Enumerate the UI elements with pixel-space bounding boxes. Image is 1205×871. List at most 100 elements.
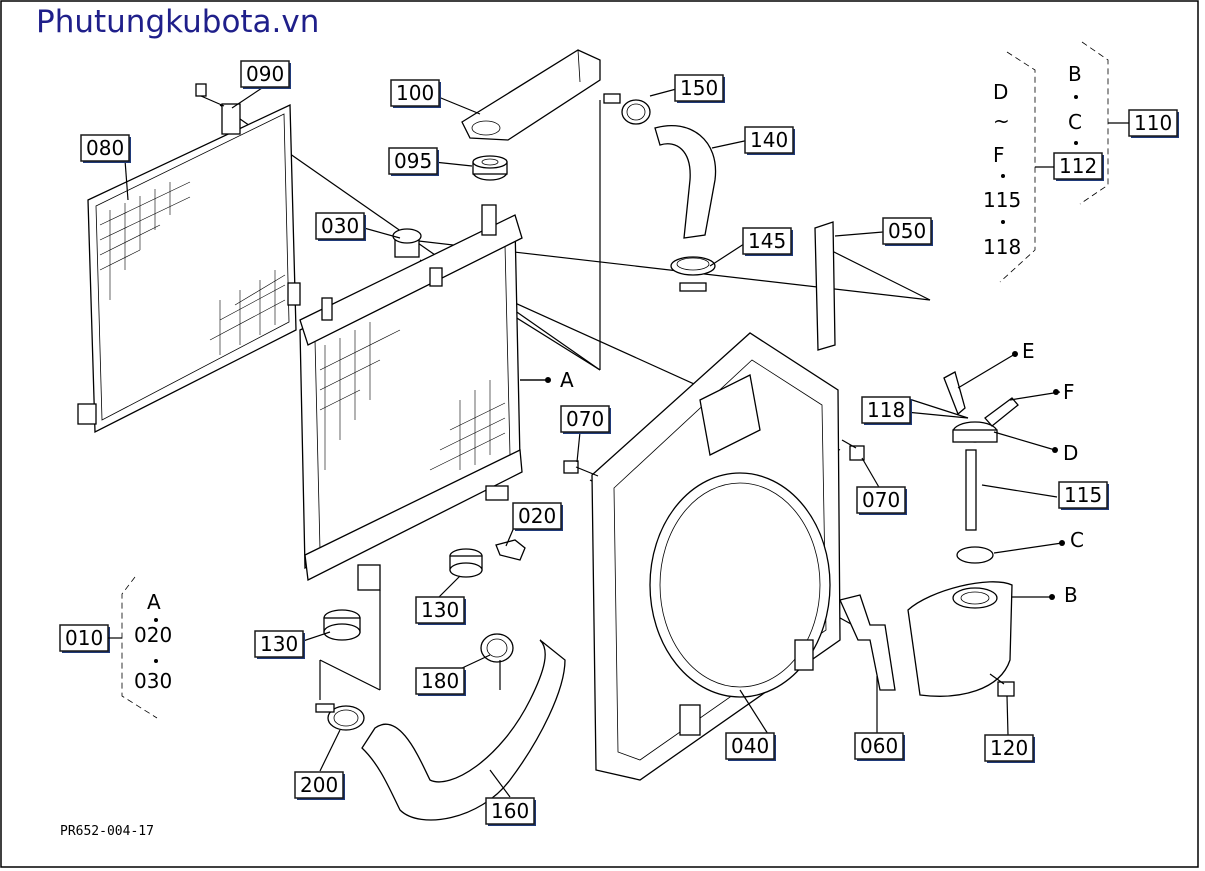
bracket-060: [839, 594, 896, 691]
part-label-112[interactable]: 112: [1053, 152, 1104, 181]
part-label-070-left[interactable]: 070: [560, 405, 611, 434]
part-label-115[interactable]: 115: [1058, 481, 1109, 510]
group-112: D ~ F 115 118: [983, 51, 1054, 283]
part-label-145[interactable]: 145: [742, 227, 793, 256]
group-010-item-030: 030: [134, 669, 172, 693]
part-label-130-left[interactable]: 130: [254, 630, 305, 659]
group-110-item-b: B: [1068, 62, 1082, 86]
radiator-screen: [77, 103, 301, 434]
cap-d: [952, 421, 998, 443]
part-label-180[interactable]: 180: [415, 667, 466, 696]
group-110: B C: [1068, 41, 1129, 205]
part-label-080-text: 080: [86, 136, 124, 160]
part-label-150-text: 150: [680, 76, 718, 100]
part-label-130-left-text: 130: [260, 632, 298, 656]
part-label-100[interactable]: 100: [390, 79, 441, 108]
bolt-070-right: [841, 439, 865, 461]
part-label-070-left-text: 070: [566, 407, 604, 431]
part-label-160-text: 160: [491, 799, 529, 823]
part-label-090-text: 090: [246, 62, 284, 86]
part-label-180-text: 180: [421, 669, 459, 693]
part-label-120-text: 120: [990, 736, 1028, 760]
part-label-120[interactable]: 120: [984, 734, 1035, 763]
part-label-130-right[interactable]: 130: [415, 596, 466, 625]
part-label-020[interactable]: 020: [512, 502, 563, 531]
bolt-120: [989, 673, 1015, 697]
part-label-080[interactable]: 080: [80, 134, 131, 163]
part-label-112-text: 112: [1059, 154, 1097, 178]
part-label-100-text: 100: [396, 81, 434, 105]
part-label-095[interactable]: 095: [388, 147, 439, 176]
part-label-030-text: 030: [321, 214, 359, 238]
group-010-item-a: A: [147, 590, 161, 614]
clamp-180: [480, 633, 514, 690]
group-112-item-f: F: [993, 143, 1005, 167]
reserve-tank: [907, 581, 1013, 697]
part-label-060[interactable]: 060: [854, 732, 905, 761]
callout-dots: [545, 351, 1065, 600]
radiator-fins: [319, 322, 506, 471]
part-label-070-right-text: 070: [862, 488, 900, 512]
lower-hose-160: [361, 639, 566, 821]
callout-letter-e: E: [1022, 339, 1035, 363]
part-label-070-right[interactable]: 070: [856, 486, 907, 515]
part-label-130-right-text: 130: [421, 598, 459, 622]
part-label-020-text: 020: [518, 504, 556, 528]
part-label-200-text: 200: [300, 773, 338, 797]
oring-c: [956, 546, 994, 564]
part-label-030[interactable]: 030: [315, 212, 366, 241]
fan-shroud-040: [591, 332, 841, 781]
pipe-115: [965, 449, 977, 531]
callout-letter-d: D: [1063, 441, 1078, 465]
part-label-110[interactable]: 110: [1128, 109, 1179, 138]
wing-bolt-020: [495, 539, 526, 561]
clamp-200: [315, 703, 365, 731]
group-112-item-115: 115: [983, 188, 1021, 212]
bracket-100: [461, 49, 601, 141]
part-label-010-text: 010: [65, 626, 103, 650]
part-label-060-text: 060: [860, 734, 898, 758]
part-label-110-text: 110: [1134, 111, 1172, 135]
part-label-115-text: 115: [1064, 483, 1102, 507]
part-label-140-text: 140: [750, 128, 788, 152]
part-label-145-text: 145: [748, 229, 786, 253]
callout-letter-b: B: [1064, 583, 1078, 607]
part-label-050[interactable]: 050: [882, 217, 933, 246]
lower-outlet: [357, 564, 381, 591]
clamp-145: [670, 256, 716, 292]
group-110-item-c: C: [1068, 110, 1082, 134]
part-label-050-text: 050: [888, 219, 926, 243]
group-010: A 020 030: [108, 576, 172, 719]
cushion-130-right: [449, 548, 483, 578]
radiator-core: [299, 204, 523, 591]
fitting-f: [984, 397, 1019, 427]
part-label-040-text: 040: [731, 734, 769, 758]
bolt-090: [195, 83, 225, 107]
letter-callouts: A E F D C B: [560, 339, 1084, 607]
part-label-140[interactable]: 140: [744, 126, 795, 155]
part-label-200[interactable]: 200: [294, 771, 345, 800]
group-010-item-020: 020: [134, 623, 172, 647]
part-label-118[interactable]: 118: [861, 396, 912, 425]
bushing-095: [472, 155, 508, 181]
group-112-tilde: ~: [993, 109, 1010, 133]
part-label-090[interactable]: 090: [240, 60, 291, 89]
bolt-070-left: [563, 460, 599, 477]
clamp-150: [603, 93, 651, 125]
callout-letter-a: A: [560, 368, 574, 392]
figure-code: PR652-004-17: [60, 824, 154, 839]
cushion-130-left: [323, 609, 361, 641]
part-label-095-text: 095: [394, 149, 432, 173]
group-112-item-d: D: [993, 80, 1008, 104]
part-label-150[interactable]: 150: [674, 74, 725, 103]
callout-letter-f: F: [1063, 380, 1075, 404]
part-label-040[interactable]: 040: [725, 732, 776, 761]
site-watermark: Phutungkubota.vn: [36, 4, 320, 40]
seal-050: [814, 221, 836, 351]
part-label-010[interactable]: 010: [59, 624, 110, 653]
screen-mesh: [99, 181, 286, 355]
upper-outlet: [481, 204, 497, 236]
part-label-160[interactable]: 160: [485, 797, 536, 826]
